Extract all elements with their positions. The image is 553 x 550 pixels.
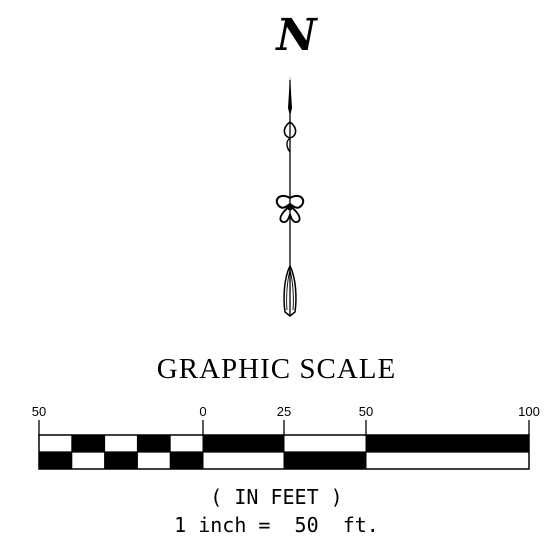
tick-label-50: 50 bbox=[358, 404, 374, 419]
scale-segment bbox=[137, 435, 171, 452]
scale-title: GRAPHIC SCALE bbox=[156, 353, 397, 385]
tick-label-50-left: 50 bbox=[31, 404, 47, 419]
scale-ratio-label: 1 inch = 50 ft. bbox=[174, 513, 379, 537]
tick-label-0: 0 bbox=[199, 404, 207, 419]
north-letter: N bbox=[276, 10, 317, 61]
scale-segment bbox=[366, 435, 529, 452]
tick-label-25: 25 bbox=[276, 404, 292, 419]
scale-segment bbox=[39, 452, 72, 469]
scale-segment bbox=[203, 435, 284, 452]
north-arrow-icon bbox=[275, 76, 305, 317]
scale-segment bbox=[170, 452, 203, 469]
scale-segment bbox=[71, 435, 105, 452]
scale-segment bbox=[104, 452, 138, 469]
scale-segment bbox=[284, 452, 366, 469]
tick-label-100: 100 bbox=[518, 404, 540, 419]
unit-label: ( IN FEET ) bbox=[210, 485, 343, 509]
